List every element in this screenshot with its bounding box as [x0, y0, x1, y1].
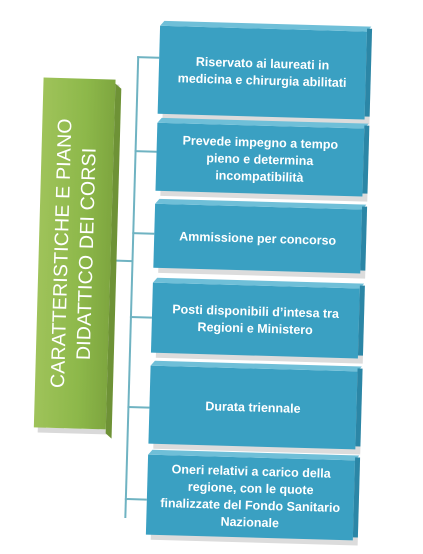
connector-branch-3 — [132, 232, 155, 235]
item-label-3: Ammissione per concorso — [179, 228, 337, 248]
item-card-3: Ammissione per concorso — [153, 203, 363, 274]
connector-branch-4 — [129, 316, 152, 319]
connector-branch-2 — [134, 150, 157, 153]
item-label-2: Prevede impegno a tempo pieno e determin… — [182, 132, 339, 185]
item-label-6: Oneri relativi a carico della regione, c… — [160, 462, 341, 531]
item-card-6: Oneri relativi a carico della regione, c… — [145, 454, 356, 541]
item-card-4: Posti disponibili d’intesa tra Regioni e… — [150, 282, 360, 359]
connector-branch-5 — [127, 406, 150, 409]
item-card-1: Riservato ai laureati in medicina e chir… — [157, 25, 368, 120]
item-card-2: Prevede impegno a tempo pieno e determin… — [155, 122, 365, 197]
item-card-5: Durata triennale — [148, 365, 358, 450]
connector-branch-6 — [124, 497, 147, 501]
connector-vertical-line — [124, 56, 140, 519]
item-label-4: Posti disponibili d’intesa tra Regioni e… — [172, 302, 340, 338]
item-label-1: Riservato ai laureati in medicina e chir… — [177, 54, 347, 91]
main-topic-label: CARATTERISTICHE E PIANO DIDATTICO DEI CO… — [46, 118, 101, 389]
item-label-5: Durata triennale — [205, 398, 301, 416]
connector-branch-1 — [137, 56, 160, 59]
main-topic-box: CARATTERISTICHE E PIANO DIDATTICO DEI CO… — [33, 77, 116, 430]
